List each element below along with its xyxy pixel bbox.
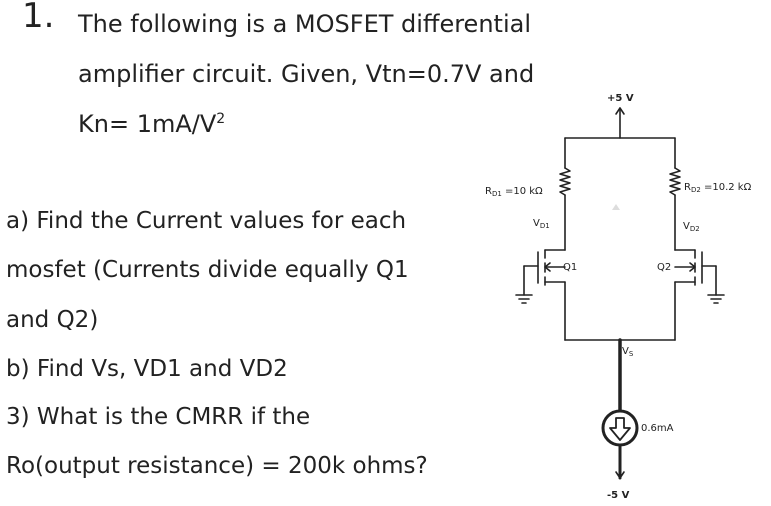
part-a-line-3: and Q2) [6, 307, 99, 333]
rd2-resistor [669, 167, 681, 196]
vd1-label: VD1 [533, 218, 550, 230]
rd2-label: RD2 =10.2 kΩ [684, 182, 752, 194]
vs-label: VS [622, 346, 634, 358]
part-a-line-2: mosfet (Currents divide equally Q1 [6, 257, 409, 283]
current-label: 0.6mA [641, 423, 674, 434]
vd2-label: VD2 [683, 221, 700, 233]
rd1-resistor [559, 167, 571, 196]
q1-label: Q1 [563, 262, 577, 273]
q2-label: Q2 [657, 262, 671, 273]
intro-line-3: Kn= 1mA/V2 [78, 110, 225, 138]
faint-mark [612, 204, 620, 210]
part-b: b) Find Vs, VD1 and VD2 [6, 356, 288, 382]
vdd-label: +5 V [607, 93, 634, 104]
kn-value: Kn= 1mA/V [78, 110, 217, 138]
vss-label: -5 V [607, 490, 630, 501]
rd1-label: RD1 =10 kΩ [485, 186, 543, 198]
part-a-line-1: a) Find the Current values for each [6, 208, 407, 234]
question-number: 1. [22, 0, 55, 36]
intro-line-2: amplifier circuit. Given, Vtn=0.7V and [78, 60, 535, 88]
kn-exponent: 2 [216, 111, 226, 127]
intro-line-1: The following is a MOSFET differential [78, 10, 531, 38]
part-3-line-1: 3) What is the CMRR if the [6, 404, 311, 430]
part-3-line-2: Ro(output resistance) = 200k ohms? [6, 453, 428, 479]
